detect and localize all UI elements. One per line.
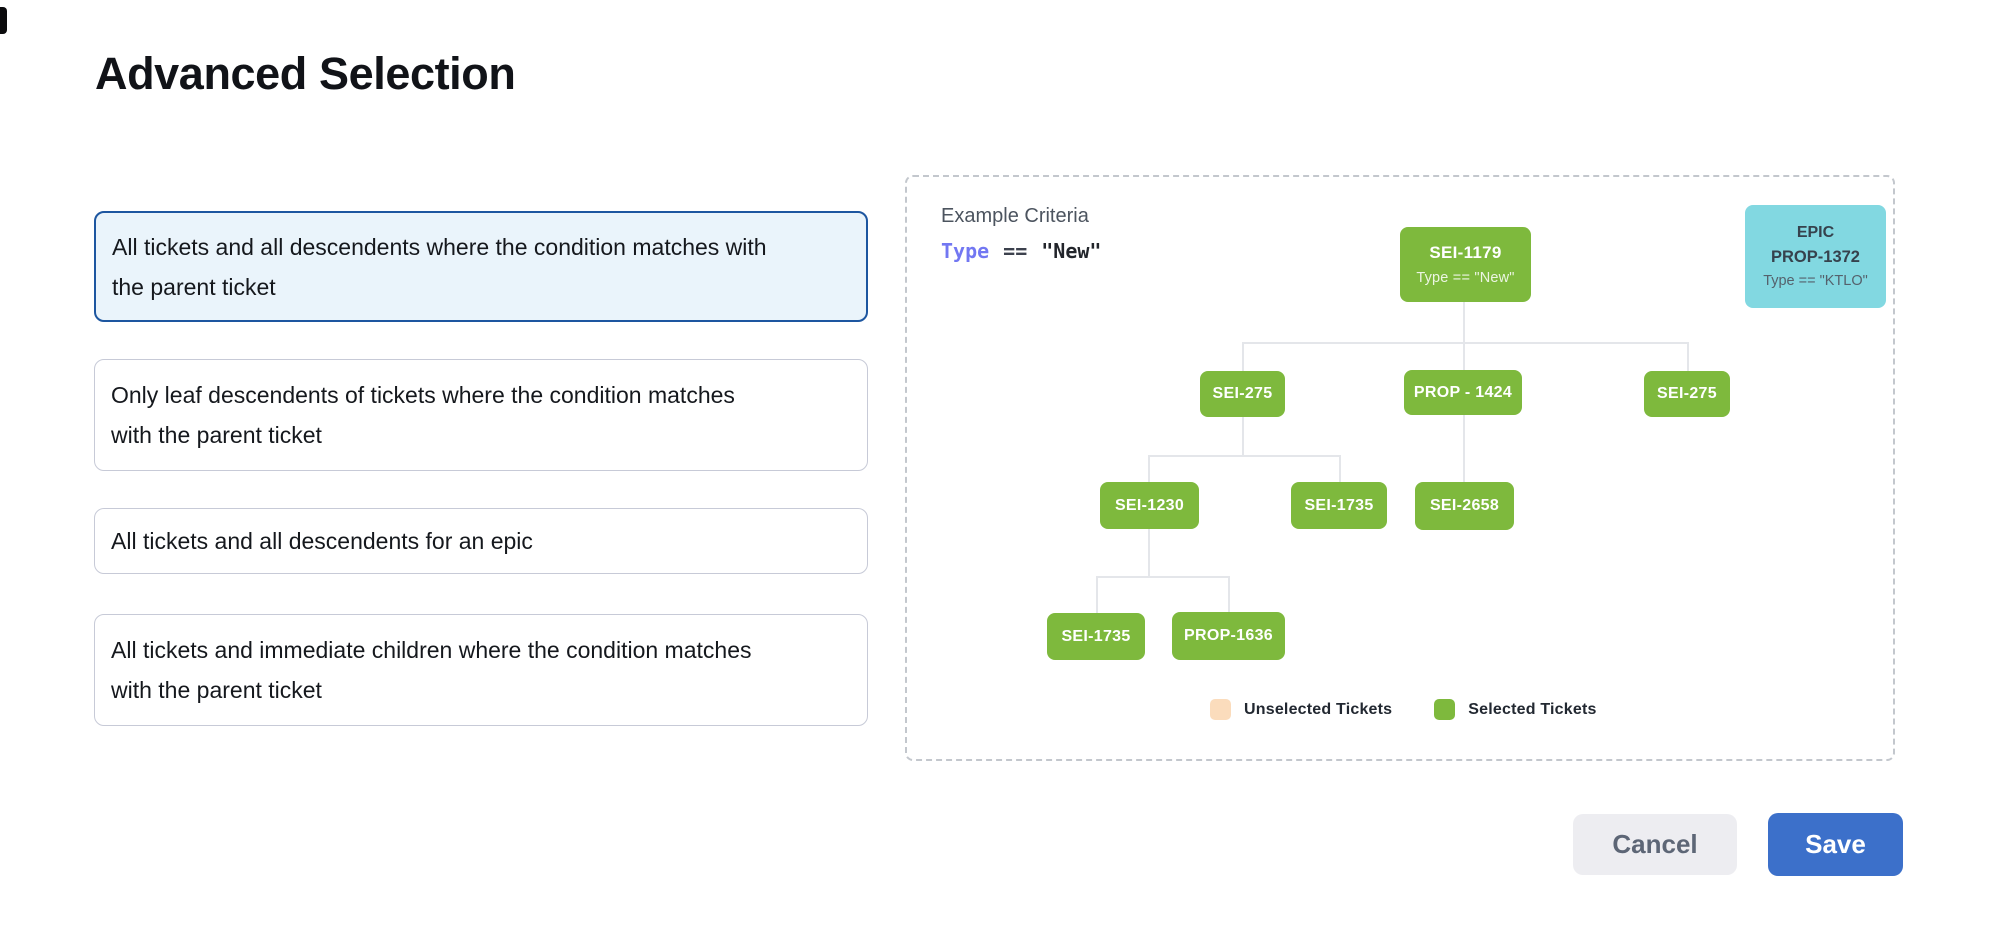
criteria-field: Type (941, 239, 990, 263)
tree-node-sei-275-right: SEI-275 (1644, 371, 1730, 417)
example-criteria-label: Example Criteria (941, 205, 1089, 227)
tree-node-prop-1636: PROP-1636 (1172, 612, 1285, 660)
option-card-immediate-children-condition[interactable]: All tickets and immediate children where… (94, 614, 868, 726)
tree-connector (1148, 455, 1339, 457)
tree-node-sei-1735: SEI-1735 (1291, 482, 1387, 529)
epic-type-label: EPIC (1796, 224, 1835, 241)
tree-node-label: PROP - 1424 (1413, 383, 1513, 401)
tree-connector (1148, 529, 1150, 576)
unselected-tickets-swatch (1210, 699, 1231, 720)
tree-node-condition: Type == "New" (1416, 270, 1515, 286)
dialog-actions: Cancel Save (1573, 813, 1903, 876)
tree-connector (1242, 417, 1244, 455)
selected-tickets-swatch (1434, 699, 1456, 720)
option-label: All tickets and all descendents where th… (112, 233, 767, 300)
tree-node-label: SEI-1735 (1304, 496, 1374, 514)
legend-item-selected: Selected Tickets (1434, 699, 1596, 720)
tree-node-label: SEI-275 (1212, 385, 1273, 402)
cancel-button[interactable]: Cancel (1573, 814, 1737, 875)
tree-connector (1242, 342, 1244, 371)
tree-connector (1228, 576, 1230, 612)
tree-node-sei-1179: SEI-1179 Type == "New" (1400, 227, 1531, 302)
tree-node-sei-1230: SEI-1230 (1100, 482, 1199, 529)
tree-connector (1687, 342, 1689, 371)
tree-node-label: SEI-1735 (1061, 627, 1131, 645)
save-button[interactable]: Save (1768, 813, 1903, 876)
option-label: All tickets and all descendents for an e… (111, 528, 533, 554)
tree-node-label: SEI-1230 (1114, 496, 1185, 514)
epic-condition: Type == "KTLO" (1763, 273, 1868, 289)
criteria-operator: == (1003, 239, 1028, 263)
option-card-all-descendents-condition[interactable]: All tickets and all descendents where th… (94, 211, 868, 322)
tree-connector (1096, 576, 1098, 613)
window-corner-artifact (0, 7, 7, 34)
legend: Unselected Tickets Selected Tickets (1210, 699, 1597, 720)
epic-card: EPIC PROP-1372 Type == "KTLO" (1745, 205, 1886, 308)
legend-label: Unselected Tickets (1244, 700, 1393, 718)
legend-label: Selected Tickets (1468, 700, 1597, 718)
tree-node-label: SEI-275 (1657, 385, 1717, 402)
tree-node-label: SEI-1179 (1429, 243, 1502, 262)
tree-connector (1339, 455, 1341, 482)
legend-item-unselected: Unselected Tickets (1210, 699, 1392, 720)
option-label: All tickets and immediate children where… (111, 637, 752, 703)
criteria-value: "New" (1041, 239, 1102, 263)
option-card-all-descendents-epic[interactable]: All tickets and all descendents for an e… (94, 508, 868, 574)
tree-connector (1463, 342, 1465, 370)
tree-node-prop-1424: PROP - 1424 (1404, 370, 1522, 415)
tree-connector (1463, 415, 1465, 482)
epic-ticket-id: PROP-1372 (1771, 248, 1860, 266)
tree-connector (1096, 576, 1228, 578)
tree-node-label: PROP-1636 (1184, 627, 1273, 644)
tree-connector (1463, 302, 1465, 342)
criteria-expression: Type == "New" (941, 239, 1101, 263)
tree-connector (1148, 455, 1150, 482)
tree-node-label: SEI-2658 (1429, 497, 1500, 514)
page-title: Advanced Selection (95, 48, 516, 99)
option-label: Only leaf descendents of tickets where t… (111, 382, 735, 448)
tree-node-sei-1735-leaf: SEI-1735 (1047, 613, 1145, 660)
tree-node-sei-2658: SEI-2658 (1415, 482, 1514, 530)
example-preview-panel: Example Criteria Type == "New" EPIC PROP-1… (905, 175, 1895, 761)
tree-node-sei-275-left: SEI-275 (1200, 371, 1285, 417)
option-card-leaf-descendents-condition[interactable]: Only leaf descendents of tickets where t… (94, 359, 868, 471)
